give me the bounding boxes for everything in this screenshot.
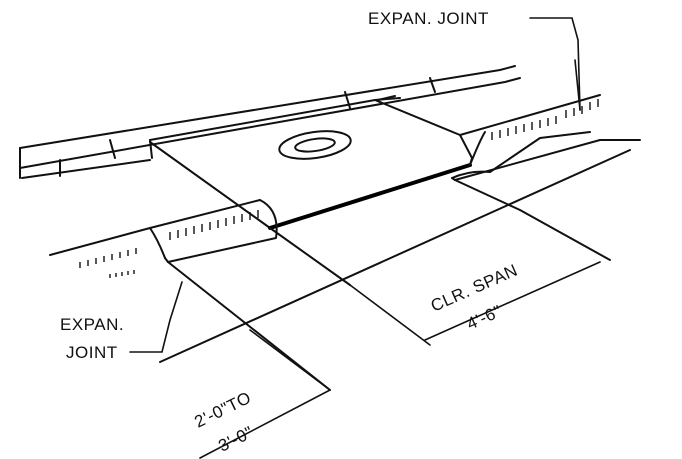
clr-span-value: 4'-6" — [464, 302, 505, 334]
range-bottom-label: 3'-0" — [215, 423, 256, 456]
drain-outlet-inner — [294, 137, 336, 153]
back-sidewalk-lines — [19, 65, 521, 179]
expan-joint-top-leader — [529, 17, 581, 111]
expan-joint-top-label: EXPAN. JOINT — [368, 9, 489, 28]
left-flared-curb — [49, 199, 278, 278]
expan-joint-left-label-line1: EXPAN. — [60, 315, 124, 334]
street-lines — [159, 139, 641, 391]
right-flared-curb — [451, 94, 601, 181]
drain-outlet — [278, 130, 352, 160]
clr-span-label: CLR. SPAN — [428, 260, 521, 315]
expan-joint-left-leader — [129, 281, 183, 353]
expan-joint-left-label-line2: JOINT — [66, 343, 118, 362]
dimension-lines — [199, 261, 601, 459]
